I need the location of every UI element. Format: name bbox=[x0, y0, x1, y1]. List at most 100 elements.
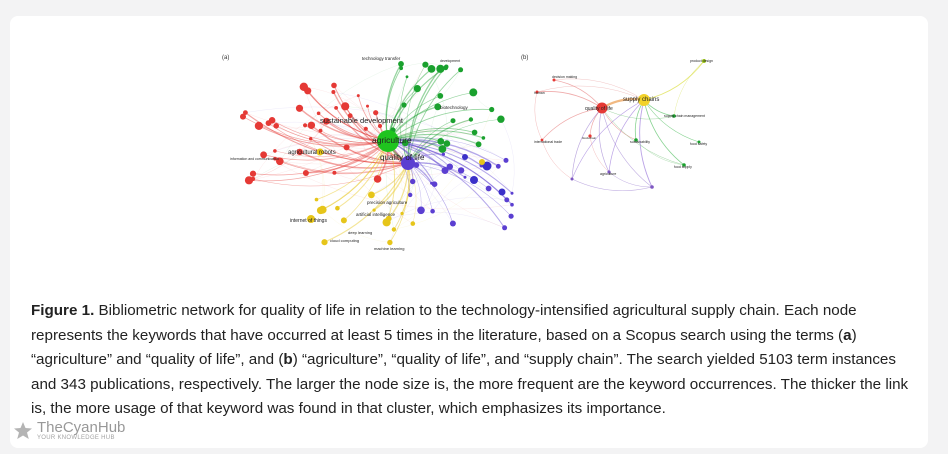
network-node bbox=[363, 126, 368, 131]
network-node bbox=[458, 67, 464, 73]
network-node-label: development bbox=[440, 59, 460, 63]
network-link bbox=[274, 142, 347, 152]
network-link bbox=[386, 137, 484, 223]
network-hub-node bbox=[401, 156, 415, 170]
network-link bbox=[333, 85, 507, 161]
network-node-label: internet of things bbox=[290, 218, 327, 224]
network-node bbox=[400, 211, 404, 216]
network-node bbox=[498, 188, 506, 196]
watermark: TheCyanHub YOUR KNOWLEDGE HUB bbox=[12, 419, 125, 443]
network-node bbox=[422, 61, 429, 68]
network-link bbox=[271, 120, 389, 144]
network-node bbox=[322, 117, 330, 125]
network-link bbox=[416, 163, 462, 171]
network-node bbox=[366, 104, 369, 108]
network-node bbox=[503, 157, 509, 163]
network-node bbox=[387, 239, 393, 246]
caption-ref-a: a bbox=[843, 326, 852, 344]
network-link bbox=[571, 107, 603, 180]
network-node bbox=[470, 176, 478, 184]
network-node-label: machine learning bbox=[374, 246, 404, 251]
network-node-label: deep learning bbox=[348, 230, 372, 235]
network-link bbox=[385, 76, 408, 230]
network-node bbox=[347, 113, 353, 119]
network-node-label: decision making bbox=[552, 75, 577, 79]
network-node bbox=[303, 123, 308, 128]
network-link bbox=[673, 60, 705, 117]
watermark-title: TheCyanHub bbox=[37, 419, 126, 436]
network-node bbox=[443, 140, 451, 147]
network-node-label: agriculture bbox=[600, 172, 616, 176]
network-node bbox=[341, 102, 350, 111]
network-link bbox=[371, 164, 482, 196]
network-node bbox=[552, 78, 556, 82]
network-link bbox=[268, 122, 312, 129]
network-link bbox=[279, 63, 402, 162]
network-node bbox=[468, 117, 474, 122]
network-node bbox=[295, 104, 304, 112]
caption-ref-b: b bbox=[283, 351, 293, 368]
network-node bbox=[443, 65, 449, 71]
network-node bbox=[318, 128, 323, 133]
network-node bbox=[504, 197, 510, 203]
network-node bbox=[240, 113, 246, 120]
network-node bbox=[702, 59, 706, 63]
network-link bbox=[601, 107, 685, 166]
network-node bbox=[438, 145, 447, 153]
network-link bbox=[253, 162, 409, 187]
network-node bbox=[672, 114, 676, 118]
network-node bbox=[377, 123, 383, 129]
network-node bbox=[430, 208, 435, 214]
network-link bbox=[375, 112, 475, 135]
network-link bbox=[407, 118, 501, 164]
network-link bbox=[375, 112, 444, 155]
figure-number: Figure 1. bbox=[31, 302, 95, 319]
network-node bbox=[596, 102, 608, 114]
network-link bbox=[601, 107, 675, 120]
network-node bbox=[314, 197, 319, 202]
network-node-label: blockchain bbox=[582, 136, 597, 140]
network-node bbox=[497, 115, 505, 123]
network-node bbox=[244, 176, 254, 185]
caption-text-1: Bibliometric network for quality of life… bbox=[31, 302, 857, 344]
network-node bbox=[373, 110, 379, 116]
network-link bbox=[310, 133, 482, 166]
network-link bbox=[388, 212, 505, 228]
network-node bbox=[535, 90, 539, 94]
network-node-label: agricultural robots bbox=[288, 150, 336, 156]
network-node bbox=[398, 61, 404, 67]
network-link bbox=[263, 154, 513, 210]
network-link bbox=[305, 64, 426, 174]
network-link bbox=[387, 108, 492, 142]
network-link bbox=[334, 172, 378, 181]
network-node-label: sustainable development bbox=[320, 116, 404, 125]
network-node-label: cloud computing bbox=[330, 238, 359, 243]
watermark-subtitle: YOUR KNOWLEDGE HUB bbox=[37, 435, 115, 441]
network-link bbox=[601, 107, 653, 188]
network-link bbox=[393, 109, 492, 230]
network-node bbox=[251, 176, 256, 181]
network-link bbox=[310, 138, 325, 210]
network-node-label: human bbox=[534, 91, 545, 95]
network-node-label: information and communication bbox=[230, 157, 279, 161]
network-link bbox=[608, 171, 653, 188]
network-link bbox=[310, 124, 409, 164]
network-node bbox=[502, 225, 508, 231]
network-node bbox=[441, 152, 445, 156]
network-link bbox=[407, 69, 461, 164]
network-node bbox=[540, 138, 544, 142]
network-node bbox=[697, 140, 701, 144]
network-node bbox=[356, 94, 360, 98]
network-node bbox=[457, 167, 465, 174]
network-link bbox=[268, 122, 441, 150]
network-link bbox=[332, 91, 409, 164]
network-node bbox=[273, 149, 277, 153]
network-node-label: product design bbox=[690, 59, 713, 63]
network-link bbox=[310, 138, 409, 165]
network-node bbox=[450, 118, 456, 124]
content-card bbox=[10, 16, 928, 448]
panel-b-label: (b) bbox=[521, 55, 529, 61]
network-link bbox=[541, 107, 603, 141]
network-link bbox=[350, 115, 411, 196]
